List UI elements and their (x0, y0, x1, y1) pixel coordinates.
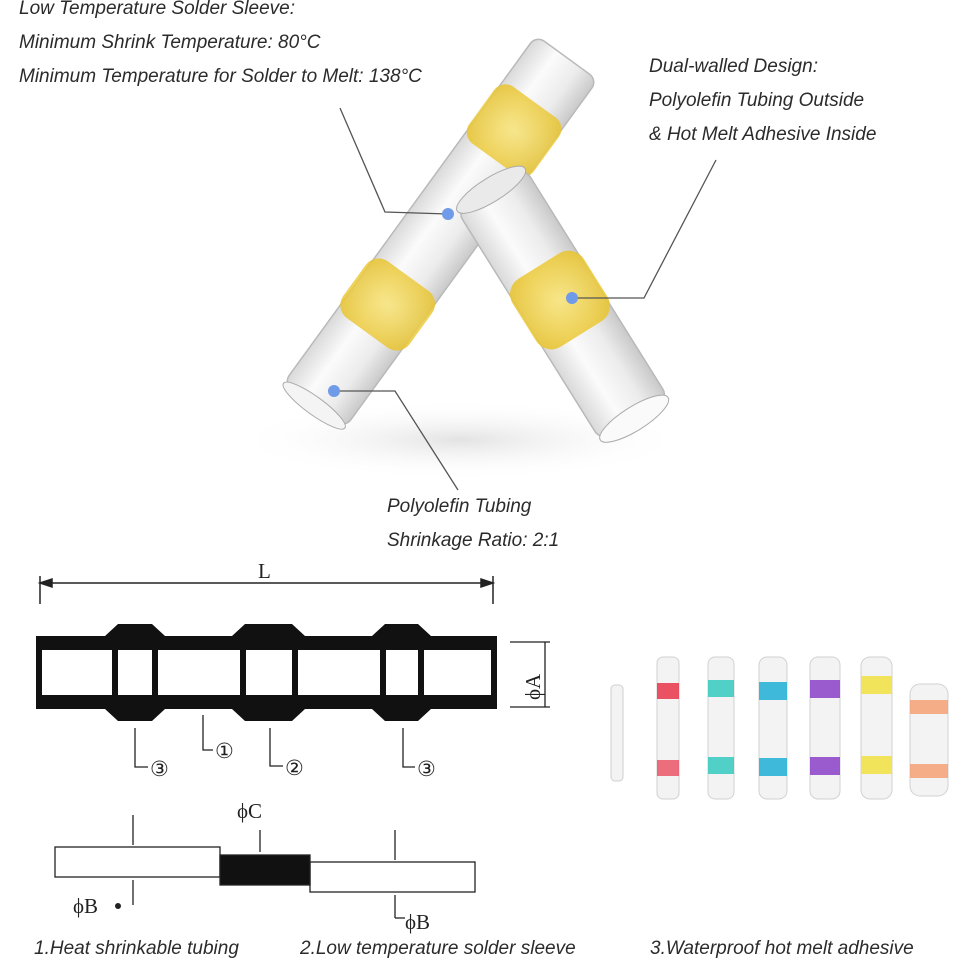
solder-tube-left (282, 38, 595, 430)
length-label: L (258, 559, 271, 583)
cross-section (36, 624, 497, 721)
solder-ring-middle (509, 250, 611, 350)
callout-dual-wall-line2: & Hot Melt Adhesive Inside (649, 124, 877, 145)
callout-dot-dual-wall (566, 292, 578, 304)
size-variant-4 (758, 656, 788, 800)
marker-leaders (134, 715, 415, 768)
callout-dual-wall-line1: Polyolefin Tubing Outside (649, 90, 865, 111)
diameter-diagram (54, 815, 476, 919)
dimension-diameter-a (510, 641, 550, 708)
diameter-b-label-right: ϕB (405, 910, 430, 934)
marker-adhesive-left: ③ (150, 757, 169, 781)
size-variant-6 (860, 656, 893, 800)
callout-solder-sleeve-line1: Minimum Shrink Temperature: 80°C (19, 32, 321, 53)
dimension-length (37, 576, 496, 604)
size-variant-1 (610, 684, 624, 782)
callout-dot-solder (442, 208, 454, 220)
size-variants (610, 656, 949, 800)
diameter-c-label: ϕC (237, 799, 262, 823)
legend-heat-shrink: 1.Heat shrinkable tubing (34, 938, 239, 959)
legend-solder-sleeve: 2.Low temperature solder sleeve (300, 938, 576, 959)
size-variant-7 (909, 683, 949, 797)
callout-solder-sleeve-line2: Minimum Temperature for Solder to Melt: … (19, 66, 422, 87)
diameter-b-label-left: ϕB (73, 894, 98, 918)
callout-dual-wall-title: Dual-walled Design: (649, 56, 818, 77)
marker-solder: ② (285, 756, 304, 780)
legend-hot-melt: 3.Waterproof hot melt adhesive (650, 938, 914, 959)
callout-dot-polyolefin (328, 385, 340, 397)
callout-polyolefin-title: Polyolefin Tubing (387, 496, 532, 517)
callout-polyolefin-line1: Shrinkage Ratio: 2:1 (387, 530, 560, 551)
callout-polyolefin: Polyolefin Tubing Shrinkage Ratio: 2:1 (387, 490, 559, 558)
callout-solder-sleeve: Low Temperature Solder Sleeve: Minimum S… (19, 0, 422, 94)
solder-ring-bottom (340, 258, 436, 351)
solder-ring-top (466, 84, 562, 177)
callout-solder-sleeve-title: Low Temperature Solder Sleeve: (19, 0, 296, 19)
diameter-a-label: ϕA (521, 673, 545, 700)
solder-tube-right (456, 165, 670, 443)
marker-adhesive-right: ③ (417, 757, 436, 781)
marker-tubing: ① (215, 739, 234, 763)
size-variant-3 (707, 656, 735, 800)
callout-leaders (334, 107, 717, 491)
size-variant-5 (809, 656, 841, 800)
callout-dual-wall: Dual-walled Design: Polyolefin Tubing Ou… (649, 50, 876, 152)
size-variant-2 (656, 656, 680, 800)
